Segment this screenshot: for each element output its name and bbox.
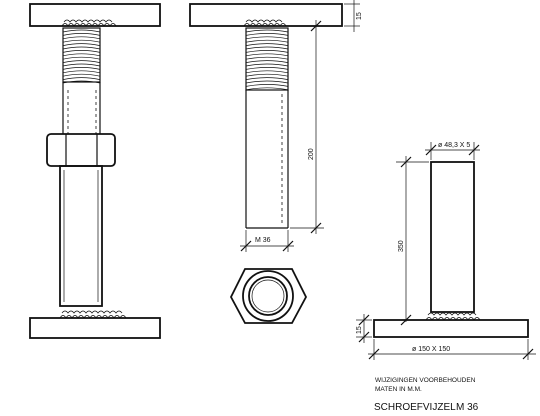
base-tube-view: ø 48,3 X 5 350 15 ø 150 X 150 (356, 142, 536, 360)
base-tube (430, 161, 475, 313)
dim-tube-dia-tick-r (468, 144, 480, 156)
left-thread-turn-15 (62, 80, 101, 84)
dim-base-label: ø 150 X 150 (412, 346, 450, 353)
bottom-plate (29, 317, 161, 339)
dim-350-label: 350 (398, 240, 405, 252)
spindle-thread-turn-17 (245, 87, 289, 91)
left-thread-turn-3 (62, 39, 101, 43)
spindle-thread-turn-10 (245, 63, 289, 67)
spindle-thread-turn-2 (245, 36, 289, 40)
dim-15-bottom-tick-1 (358, 314, 370, 326)
top-weld (61, 19, 117, 27)
left-thread-turn-4 (62, 43, 101, 46)
left-thread-turn-6 (62, 50, 101, 53)
left-thread-turn-14 (62, 77, 101, 80)
left-thread-turn-11 (62, 67, 101, 70)
dim-200-tick-bottom (310, 222, 322, 234)
dim-350-tick-top (400, 156, 412, 168)
left-thread-turn-1 (62, 33, 101, 36)
dim-m36-label: M 36 (255, 237, 271, 244)
dim-15-bottom-tick-2 (358, 331, 370, 343)
spindle-thread-turn-11 (245, 67, 289, 70)
left-thread-turn-13 (62, 73, 101, 77)
spindle-thread-turn-12 (245, 70, 289, 74)
spindle-thread-turn-9 (245, 60, 289, 63)
spindle-thread-turn-7 (245, 53, 289, 57)
dim-tube-dia-tick-l (425, 144, 437, 156)
left-thread-turn-10 (62, 63, 101, 67)
note-units: MATEN IN M.M. (375, 386, 422, 393)
spindle-thread-turn-14 (245, 77, 289, 80)
spindle-thread-turn-15 (245, 80, 289, 84)
dim-200-label: 200 (308, 148, 315, 160)
dim-tube-dia-label: ø 48,3 X 5 (438, 142, 470, 149)
spindle-thread-turn-4 (245, 43, 289, 46)
title-block: WIJZIGINGEN VOORBEHOUDEN MATEN IN M.M. S… (374, 377, 479, 413)
dim-m36-tick-r (282, 240, 294, 252)
nut-top-view-bore (248, 276, 288, 316)
dim-15-bottom-label: 15 (356, 326, 363, 334)
spindle-thread-turn-0 (245, 29, 289, 33)
left-thread-turn-5 (62, 46, 101, 50)
spindle-weld (243, 19, 287, 27)
spindle-thread-turn-8 (245, 56, 289, 60)
dim-m36-tick-l (240, 240, 252, 252)
nut-top-view-hexagon (229, 268, 308, 324)
left-thread-turn-12 (62, 70, 101, 74)
hex-nut (46, 133, 116, 167)
left-thread-turn-8 (62, 56, 101, 60)
dim-15-top-label: 15 (356, 12, 363, 20)
top-plate (29, 3, 161, 27)
left-thread-turn-2 (62, 36, 101, 40)
left-thread-outline (62, 27, 101, 83)
dim-base-tick-l (368, 348, 380, 360)
left-thread-turn-0 (62, 29, 101, 33)
spindle-thread-turn-6 (245, 50, 289, 53)
nut-top-view-thread (251, 279, 285, 313)
spindle-thread-turn-13 (245, 73, 289, 77)
lower-tube (59, 165, 103, 307)
base-plate (373, 319, 529, 338)
spindle-thread-turn-1 (245, 33, 289, 36)
spindle-thread-turn-3 (245, 39, 289, 43)
spindle-thread-turn-5 (245, 46, 289, 50)
bottom-weld (59, 310, 127, 319)
drawing-title: SCHROEFVIJZEL (374, 402, 456, 413)
assembled-jack-view (29, 3, 161, 339)
left-thread-turn-7 (62, 53, 101, 57)
nut-top-view-outer-ring (242, 270, 294, 322)
note-changes-reserved: WIJZIGINGEN VOORBEHOUDEN (375, 377, 476, 384)
spindle-top-plate (189, 3, 343, 27)
dim-base-tick-r (522, 348, 534, 360)
dim-350-tick-bottom (400, 314, 412, 326)
spindle-view: 15 200 M 36 (189, 0, 363, 324)
spindle-threaded-part (245, 27, 289, 91)
left-threaded-rod (62, 27, 101, 84)
dim-200-tick-top (310, 20, 322, 32)
base-weld (425, 312, 481, 321)
drawing-size: M 36 (456, 402, 479, 413)
spindle-thread-turn-16 (245, 84, 289, 87)
left-thread-turn-9 (62, 60, 101, 63)
